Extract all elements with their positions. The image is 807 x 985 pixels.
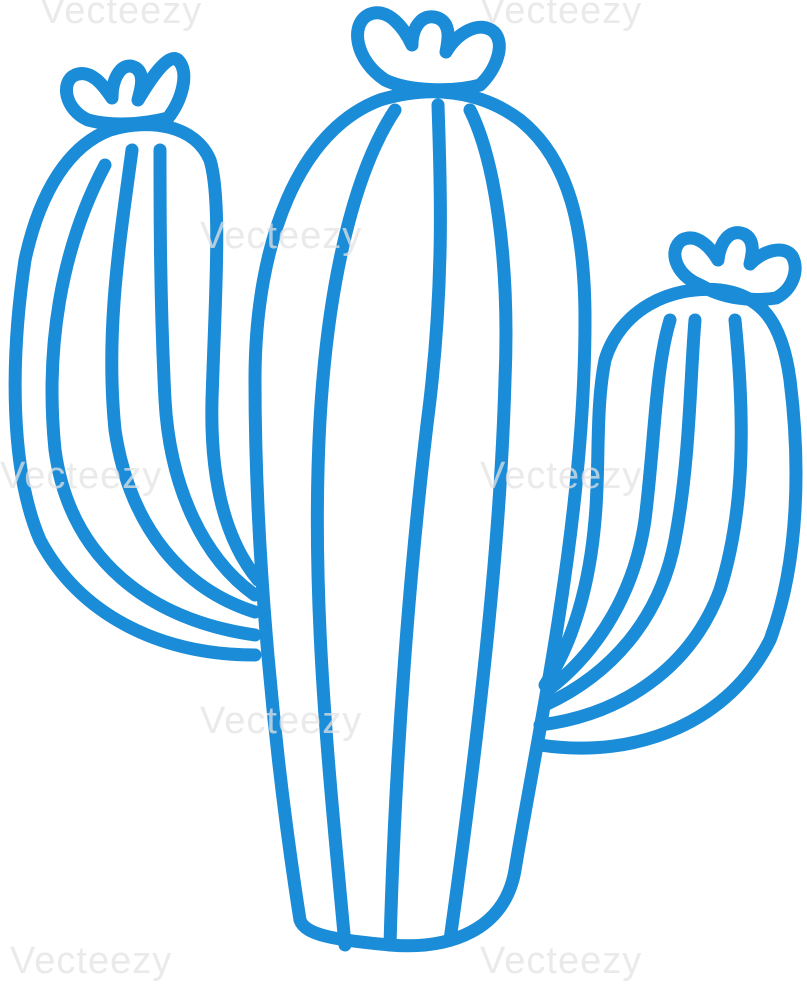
right-arm-rib-3 (541, 313, 677, 697)
trunk-outline (248, 85, 592, 953)
trunk-rib-3 (443, 103, 513, 947)
top-flower (351, 6, 506, 97)
left-arm-outer (8, 118, 265, 662)
left-flower (60, 52, 191, 131)
left-arm-rib-1 (45, 158, 262, 642)
right-arm-rib-1 (533, 313, 748, 732)
left-arm-rib-2 (105, 143, 262, 619)
left-arm-rib-3 (153, 143, 262, 602)
right-arm-rib-2 (538, 313, 702, 712)
right-flower (668, 226, 802, 306)
trunk-rib-2 (383, 98, 447, 952)
trunk-rib-1 (310, 103, 402, 952)
